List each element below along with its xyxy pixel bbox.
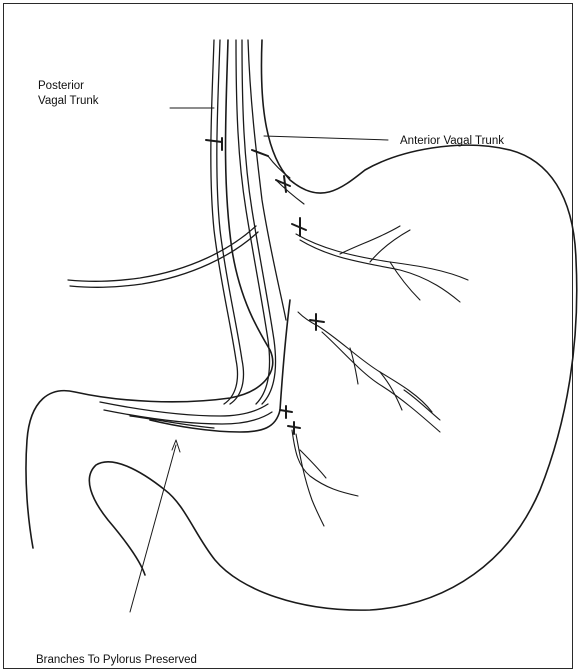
branches-to-pylorus-label: Branches To Pylorus Preserved	[36, 653, 197, 668]
posterior-label-line1: Posterior	[38, 79, 99, 94]
posterior-label-line2: Vagal Trunk	[38, 94, 99, 109]
vagal-nerves	[68, 40, 286, 428]
posterior-vagal-trunk-label: Posterior Vagal Trunk	[38, 79, 99, 109]
gastric-branches	[268, 156, 468, 526]
leader-lines	[130, 108, 388, 612]
stomach-outline	[26, 40, 577, 610]
anterior-leader-line	[264, 136, 388, 140]
anterior-vagal-trunk-label: Anterior Vagal Trunk	[400, 134, 504, 149]
